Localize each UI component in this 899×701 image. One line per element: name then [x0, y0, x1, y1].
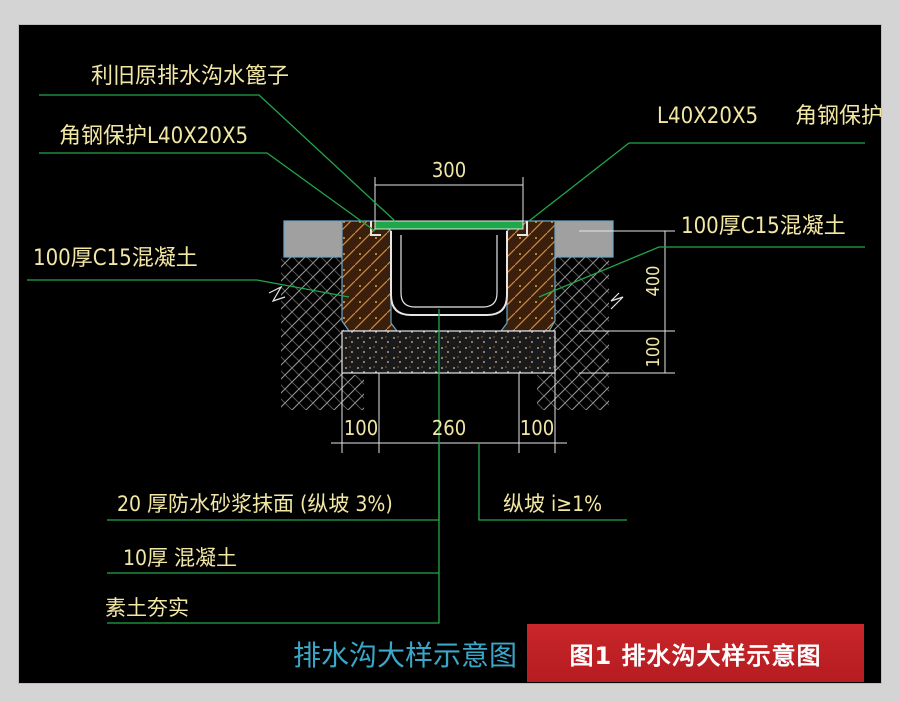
dim-label-400: 400: [643, 266, 664, 297]
label-angle-right-code: L40X20X5: [657, 104, 758, 129]
dim-label-300: 300: [432, 158, 466, 182]
grate: [374, 220, 524, 230]
concrete-wall-left: [341, 220, 399, 332]
cap-block-left: [283, 220, 343, 258]
break-line-right: [610, 292, 624, 310]
concrete-wall-right: [499, 220, 556, 332]
label-rammed-earth: 素土夯实: [105, 596, 189, 620]
base-slab: [341, 330, 556, 374]
label-concrete-left: 100厚C15混凝土: [33, 246, 198, 271]
figure-caption-banner: 图1 排水沟大样示意图: [527, 624, 864, 682]
dim-label-100-left: 100: [344, 416, 378, 440]
dim-label-100-right: 100: [643, 337, 664, 368]
dim-bottom: [331, 373, 567, 453]
dim-top-300: [374, 177, 524, 221]
cap-block-right: [554, 220, 614, 258]
dim-label-260: 260: [432, 416, 466, 440]
leader-lines: [27, 94, 865, 624]
label-grate: 利旧原排水沟水篦子: [91, 64, 289, 89]
break-line-left: [268, 285, 286, 303]
label-angle-right-text: 角钢保护: [795, 104, 881, 129]
label-angle-left: 角钢保护L40X20X5: [59, 124, 248, 149]
channel-inner: [390, 231, 508, 316]
label-concrete-right: 100厚C15混凝土: [681, 214, 846, 239]
label-base-concrete: 10厚 混凝土: [123, 546, 237, 570]
drawing-title: 排水沟大样示意图: [293, 639, 517, 672]
dim-right: [579, 230, 675, 374]
dim-label-100-mid: 100: [520, 416, 554, 440]
cad-drawing-frame: 利旧原排水沟水篦子 角钢保护L40X20X5 L40X20X5 角钢保护 100…: [18, 24, 882, 684]
label-mortar: 20 厚防水砂浆抹面 (纵坡 3%): [117, 492, 393, 516]
label-slope: 纵坡 i≥1%: [503, 492, 602, 516]
